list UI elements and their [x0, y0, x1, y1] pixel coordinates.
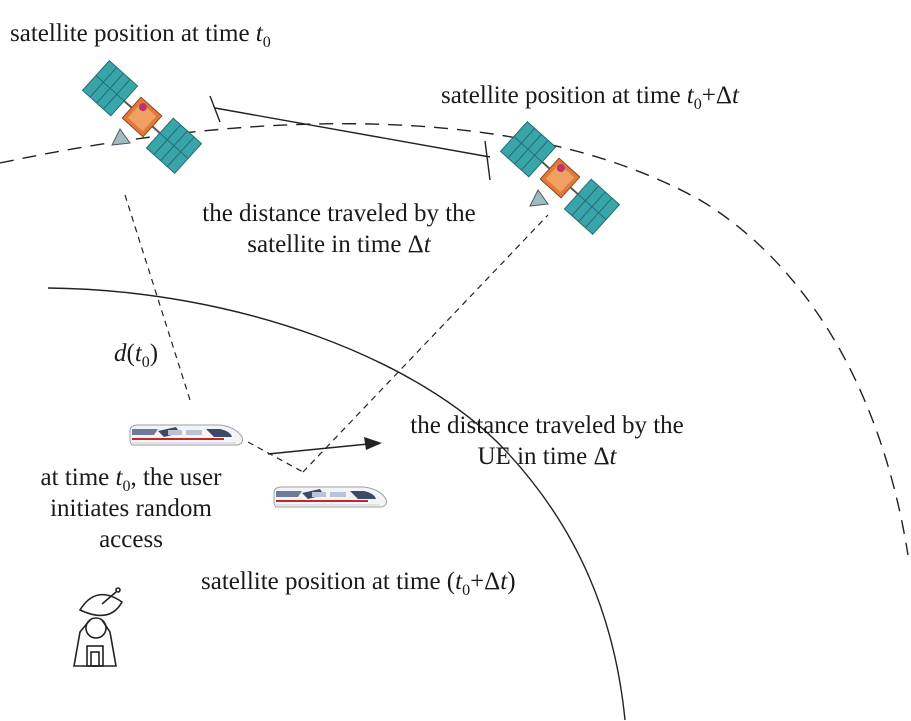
user-random-access-label: at time t0, the user initiates random ac… [40, 464, 222, 553]
satellite-t1-label: satellite position at time t0+Δt [441, 82, 739, 113]
link-t1-dashed [302, 214, 549, 473]
ue-distance-label: the distance traveled by the UE in time … [410, 412, 684, 470]
earth-surface-arc [47, 287, 626, 721]
satellite-bottom-label: satellite position at time (t0+Δt) [201, 568, 516, 599]
train-icon [129, 424, 244, 446]
distance-d-t0-label: d(t0) [114, 340, 159, 371]
satellite-icon [81, 59, 203, 175]
link-t0-dashed [124, 194, 191, 401]
satellite-distance-label: the distance traveled by the satellite i… [202, 200, 476, 258]
satellite-distance-marker [209, 95, 491, 181]
train-icon [273, 486, 388, 508]
orbit-arc [0, 122, 909, 556]
ue-motion-arrow [267, 437, 382, 455]
satellite-t0-label: satellite position at time t0 [10, 20, 271, 51]
satellite-icon [499, 120, 621, 236]
ground-station-icon [73, 587, 124, 667]
